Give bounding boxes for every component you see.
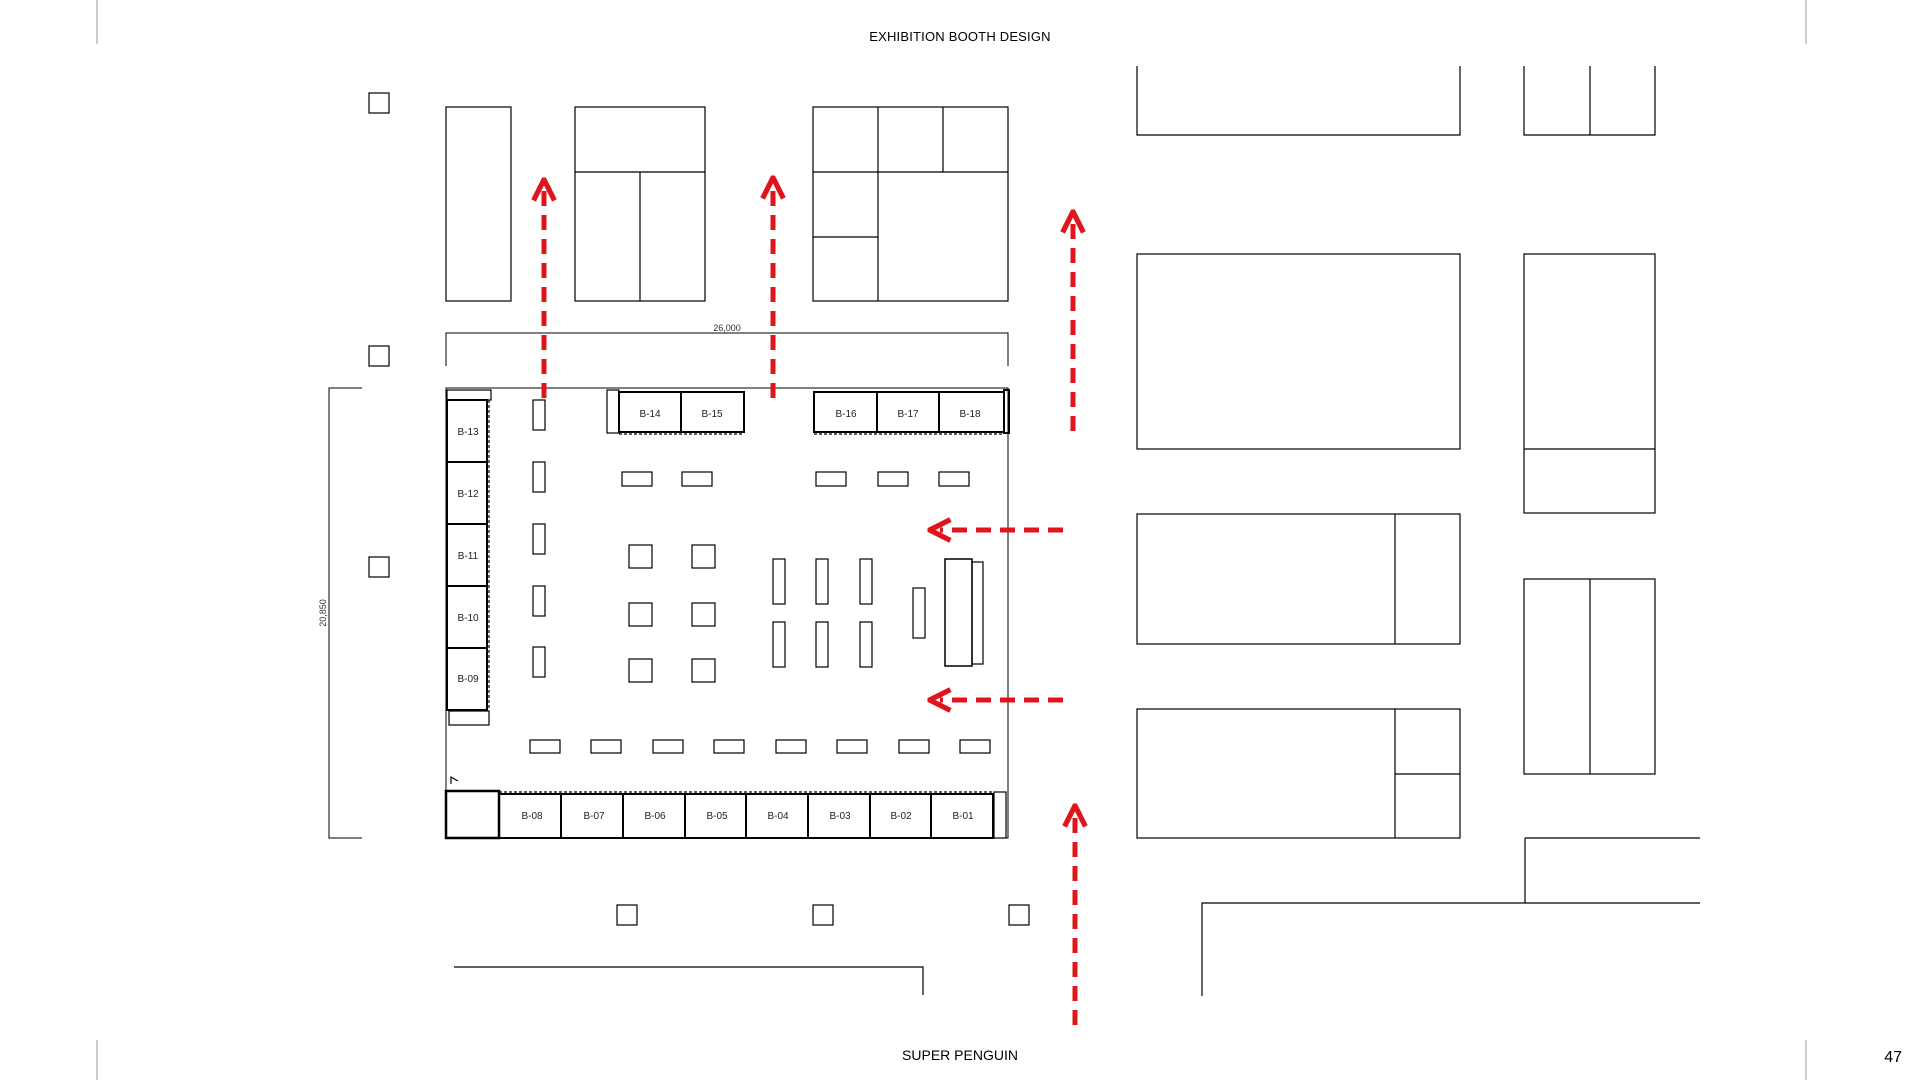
- booth-label: B-11: [458, 551, 479, 562]
- booth-label: B-15: [701, 409, 723, 420]
- booth-label: B-07: [583, 811, 605, 822]
- left-counter-column: [446, 389, 492, 726]
- booth-label: B-09: [457, 674, 479, 685]
- booth-label: B-06: [644, 811, 666, 822]
- top-counter-row: [606, 389, 1010, 435]
- booth-label: B-05: [706, 811, 728, 822]
- booth-label: B-16: [835, 409, 857, 420]
- booth-label: B-18: [959, 409, 981, 420]
- neighbor-booths-right: [454, 66, 1700, 996]
- dimension-lines: [328, 332, 1009, 839]
- booth-label: B-02: [890, 811, 912, 822]
- booth-label: B-14: [639, 409, 661, 420]
- display-furniture: [529, 399, 991, 754]
- booth-label: B-08: [521, 811, 543, 822]
- columns: [368, 92, 1030, 926]
- booth-label: B-03: [829, 811, 851, 822]
- booth-label: B-13: [457, 427, 479, 438]
- booth-label: B-12: [457, 489, 479, 500]
- page-header-title: EXHIBITION BOOTH DESIGN: [869, 29, 1051, 44]
- booth-label: B-01: [952, 811, 974, 822]
- booth-label: B-10: [457, 613, 479, 624]
- height-dimension-label: 20,850: [318, 599, 328, 627]
- booth-label: B-17: [897, 409, 919, 420]
- footer-brand: SUPER PENGUIN: [902, 1047, 1018, 1063]
- main-booth-outline: [445, 387, 1009, 839]
- bottom-counter-row: [444, 775, 1007, 840]
- width-dimension-label: 26,000: [713, 323, 741, 333]
- visitor-flow-arrows: [544, 188, 1075, 1025]
- page-number: 47: [1884, 1049, 1902, 1066]
- booth-label: B-04: [767, 811, 789, 822]
- crop-marks: [96, 0, 1807, 1080]
- neighbor-booths-top: [445, 106, 1009, 302]
